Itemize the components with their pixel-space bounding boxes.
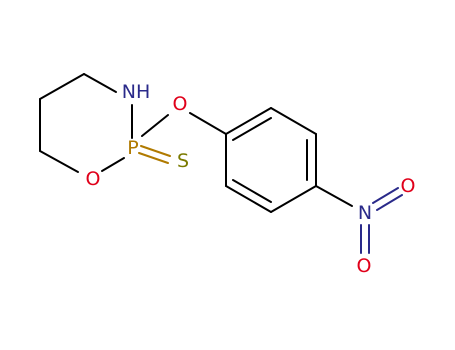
nitro-bonds bbox=[315, 185, 403, 254]
ring-bond-4 bbox=[270, 185, 317, 213]
bond-p-o bbox=[141, 114, 169, 137]
atom-s: S bbox=[177, 150, 189, 172]
ring-bond-2 bbox=[270, 107, 317, 135]
bond-p-s-b bbox=[138, 152, 169, 164]
atom-nh: NH bbox=[122, 81, 151, 103]
bond-n-o-top-b bbox=[376, 194, 403, 211]
atom-n-nitro: N bbox=[358, 202, 372, 224]
bond-ar-n bbox=[315, 185, 353, 207]
bond-n-c1 bbox=[83, 73, 117, 93]
ring-bonds bbox=[39, 73, 133, 173]
ring-inner-1 bbox=[232, 117, 272, 141]
ring-bond-1 bbox=[225, 107, 272, 135]
benzene-ring bbox=[225, 107, 317, 213]
atom-labels: NH O P S O N O O bbox=[86, 81, 416, 277]
bond-c1-c2 bbox=[39, 73, 85, 100]
ester-bonds bbox=[141, 112, 227, 137]
ring-bond-5 bbox=[225, 185, 272, 213]
bond-p-s-a bbox=[140, 145, 171, 157]
atom-p: P bbox=[127, 137, 138, 159]
ring-inner-3 bbox=[232, 179, 272, 203]
bond-c3-o bbox=[39, 150, 79, 173]
atom-o-nitro-top: O bbox=[401, 175, 416, 197]
atom-o-nitro-bottom: O bbox=[357, 255, 372, 277]
p-s-double-bond bbox=[138, 145, 171, 164]
bond-o-ar bbox=[189, 112, 227, 135]
atom-o-ester: O bbox=[173, 93, 188, 115]
atom-o-ring: O bbox=[86, 168, 101, 190]
bond-n-o-top-a bbox=[372, 187, 399, 204]
bond-o-p bbox=[101, 157, 125, 172]
